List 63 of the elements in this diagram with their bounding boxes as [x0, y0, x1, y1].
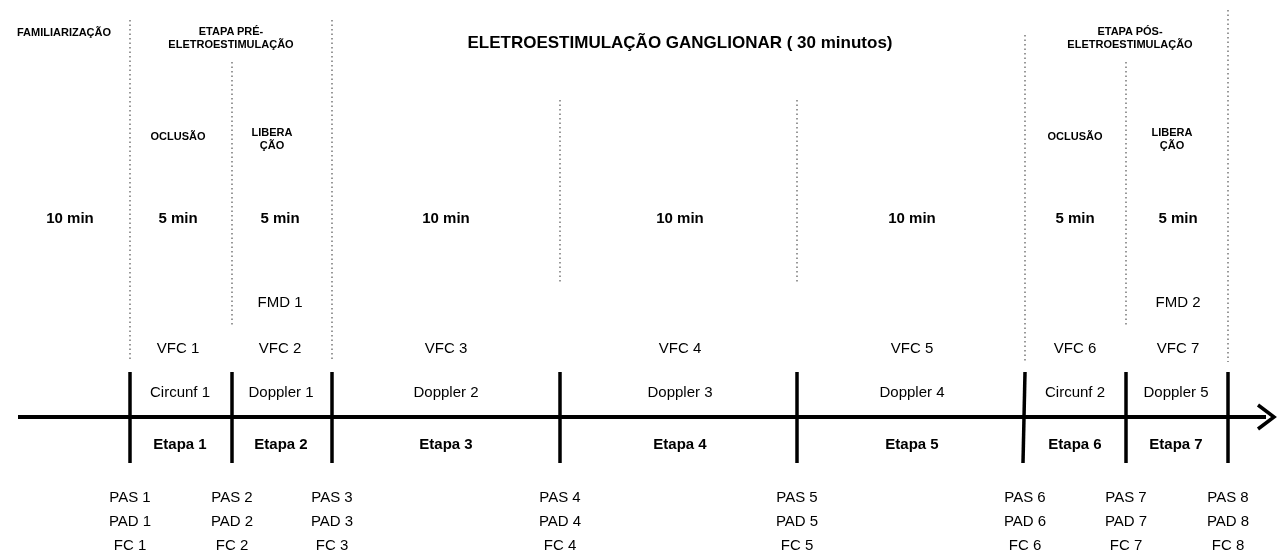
measurement-label: PAD 3: [310, 512, 354, 530]
measurement-label: FC 6: [1008, 536, 1042, 554]
measurement-label: FC 4: [543, 536, 577, 554]
measurement-label: PAD 5: [775, 512, 819, 530]
measurement-label: PAS 6: [1004, 488, 1046, 506]
measurement-label: VFC 4: [658, 339, 702, 357]
step-heading: LIBERA ÇÃO: [1150, 126, 1194, 152]
measurement-label: PAD 1: [108, 512, 152, 530]
phase-heading: ETAPA PRÉ- ELETROESTIMULAÇÃO: [167, 25, 295, 51]
measurement-label: VFC 3: [424, 339, 468, 357]
stage-label: Etapa 4: [653, 435, 707, 453]
measurement-label: Circunf 1: [150, 383, 210, 401]
step-heading: OCLUSÃO: [150, 129, 206, 143]
measurement-label: Doppler 1: [248, 383, 314, 401]
stage-label: Etapa 6: [1048, 435, 1102, 453]
measurement-label: FC 7: [1109, 536, 1143, 554]
stage-label: Etapa 3: [419, 435, 473, 453]
step-heading: LIBERA ÇÃO: [250, 126, 294, 152]
measurement-label: PAS 2: [211, 488, 253, 506]
measurement-label: Doppler 3: [647, 383, 713, 401]
measurement-label: VFC 1: [156, 339, 200, 357]
measurement-label: FC 8: [1211, 536, 1245, 554]
duration-label: 5 min: [1055, 209, 1095, 227]
duration-label: 10 min: [422, 209, 470, 227]
measurement-label: VFC 5: [890, 339, 934, 357]
stage-label: Etapa 2: [254, 435, 308, 453]
measurement-label: PAS 8: [1207, 488, 1249, 506]
measurement-label: FC 2: [215, 536, 249, 554]
duration-label: 5 min: [158, 209, 198, 227]
stage-label: Etapa 7: [1149, 435, 1203, 453]
measurement-label: PAD 8: [1206, 512, 1250, 530]
measurement-label: FMD 2: [1155, 293, 1201, 311]
stage-label: Etapa 1: [153, 435, 207, 453]
measurement-label: Circunf 2: [1045, 383, 1105, 401]
duration-label: 5 min: [260, 209, 300, 227]
measurement-label: Doppler 2: [413, 383, 479, 401]
duration-label: 10 min: [888, 209, 936, 227]
title: ELETROESTIMULAÇÃO GANGLIONAR ( 30 minutos): [467, 33, 893, 53]
measurement-label: Doppler 5: [1143, 383, 1209, 401]
measurement-label: VFC 6: [1053, 339, 1097, 357]
measurement-label: VFC 2: [258, 339, 302, 357]
duration-label: 10 min: [656, 209, 704, 227]
measurement-label: FC 5: [780, 536, 814, 554]
duration-label: 5 min: [1158, 209, 1198, 227]
measurement-label: PAD 6: [1003, 512, 1047, 530]
measurement-label: Doppler 4: [879, 383, 945, 401]
measurement-label: VFC 7: [1156, 339, 1200, 357]
step-heading: OCLUSÃO: [1047, 129, 1103, 143]
stage-label: Etapa 5: [885, 435, 939, 453]
measurement-label: PAD 2: [210, 512, 254, 530]
measurement-label: FC 3: [315, 536, 349, 554]
measurement-label: PAD 4: [538, 512, 582, 530]
duration-label: 10 min: [46, 209, 94, 227]
phase-heading: FAMILIARIZAÇÃO: [16, 25, 112, 39]
measurement-label: PAS 7: [1105, 488, 1147, 506]
measurement-label: PAS 3: [311, 488, 353, 506]
measurement-label: FC 1: [113, 536, 147, 554]
measurement-label: PAS 5: [776, 488, 818, 506]
measurement-label: PAS 4: [539, 488, 581, 506]
measurement-label: PAS 1: [109, 488, 151, 506]
measurement-label: PAD 7: [1104, 512, 1148, 530]
measurement-label: FMD 1: [257, 293, 303, 311]
phase-heading: ETAPA PÓS- ELETROESTIMULAÇÃO: [1066, 25, 1194, 51]
